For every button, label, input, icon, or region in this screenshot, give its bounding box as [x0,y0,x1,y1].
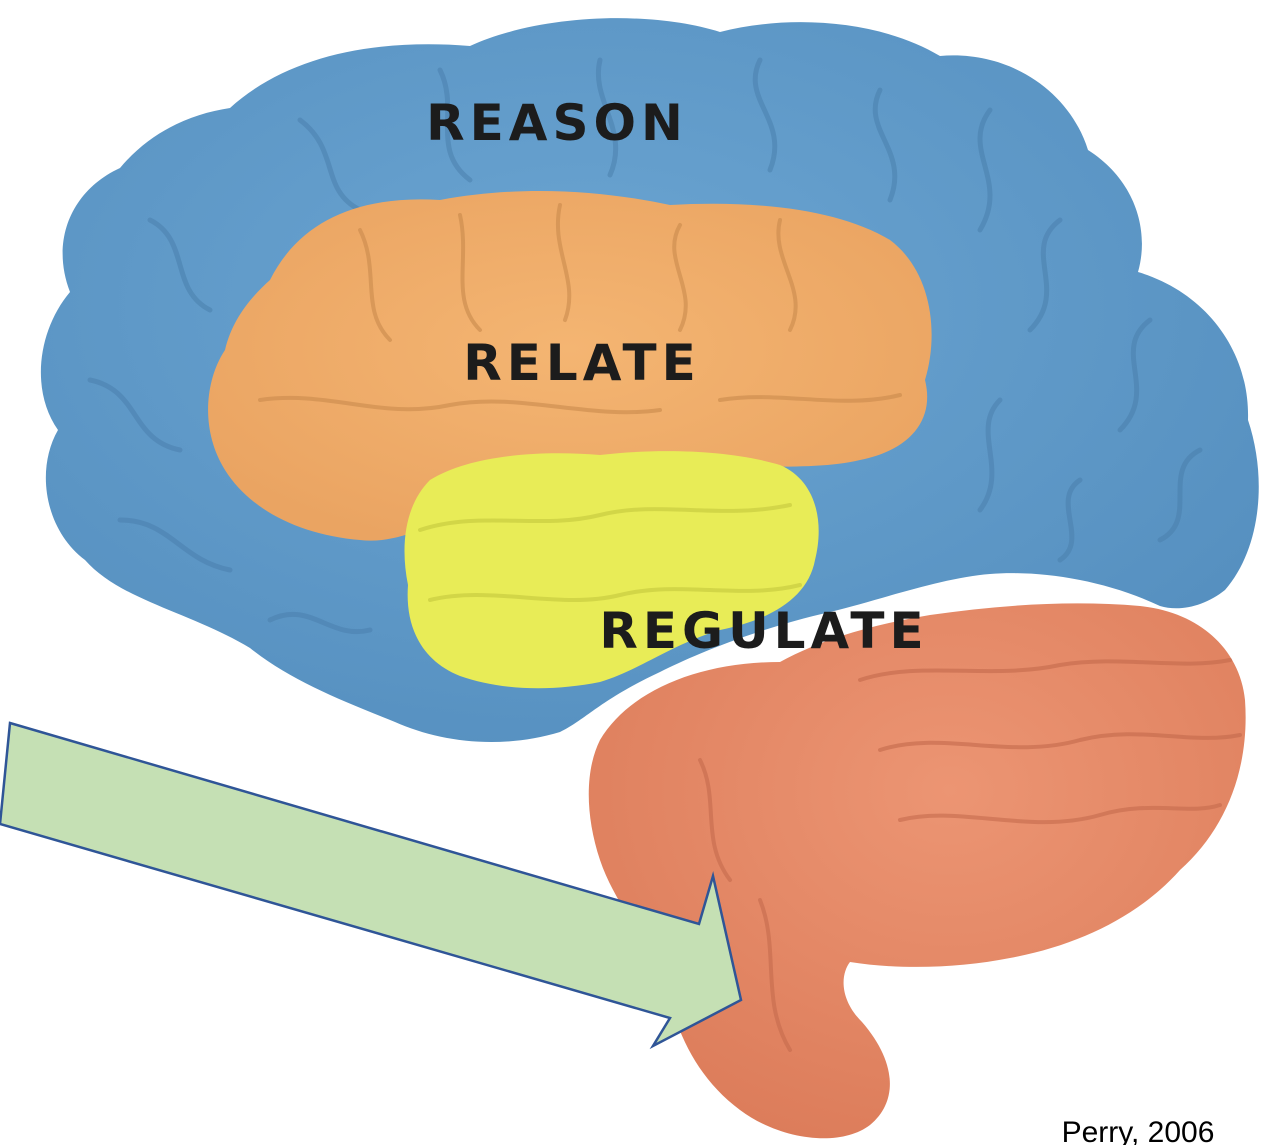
label-relate: RELATE [463,334,701,392]
citation: Perry, 2006 [1062,1116,1215,1145]
label-regulate: REGULATE [599,602,928,660]
label-reason: REASON [426,94,688,152]
brainstem-cerebellum-region [589,603,1246,1138]
brainstem-cerebellum-shape [589,603,1246,1138]
